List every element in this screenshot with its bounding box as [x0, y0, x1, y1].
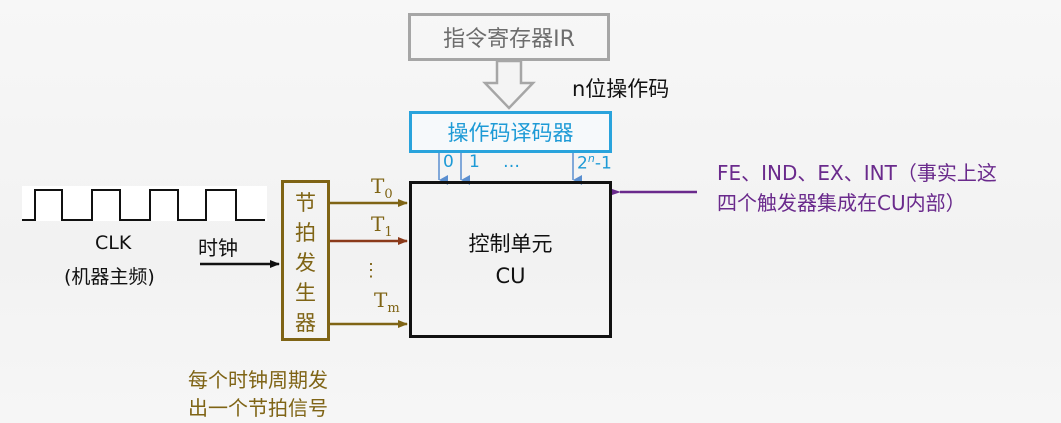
- beat-generator-char: 拍: [295, 221, 316, 245]
- beat-label-sub: 0: [384, 187, 393, 202]
- beat-generator-char: 发: [295, 251, 316, 275]
- beat-label-t1: T1: [371, 212, 393, 240]
- opcode-decoder-label: 操作码译码器: [447, 121, 574, 145]
- instruction-register-label: 指令寄存器IR: [443, 27, 575, 52]
- beat-label-tm: Tm: [374, 288, 400, 316]
- decoder-output-last-exponent: n: [587, 152, 595, 165]
- beat-description-line1: 每个时钟周期发: [188, 368, 328, 392]
- flags-note-line1: FE、IND、EX、INT（事实上这: [717, 161, 997, 185]
- flags-note: FE、IND、EX、INT（事实上这 四个触发器集成在CU内部）: [717, 158, 997, 218]
- clock-waveform-background: [22, 186, 267, 221]
- beat-generator-char: 生: [295, 281, 316, 305]
- opcode-bus-label: n位操作码: [572, 77, 670, 101]
- decoder-output-last-base: 2: [577, 153, 588, 174]
- flags-note-line2: 四个触发器集成在CU内部）: [717, 191, 966, 215]
- beat-label-base: T: [371, 212, 385, 236]
- beat-label-t0: T0: [371, 174, 393, 202]
- beat-generator-char: 器: [295, 311, 316, 335]
- beat-description: 每个时钟周期发 出一个节拍信号: [188, 366, 328, 422]
- clk-label: CLK: [95, 232, 132, 254]
- beat-label-base: T: [374, 288, 388, 312]
- instruction-register-box: 指令寄存器IR: [408, 13, 610, 61]
- decoder-output-ellipsis: …: [503, 152, 520, 172]
- beat-ellipsis: ⋮: [362, 260, 380, 281]
- opcode-decoder-box: 操作码译码器: [409, 111, 612, 153]
- decoder-output-0: 0: [443, 152, 454, 172]
- beat-label-sub: m: [387, 301, 400, 316]
- clock-arrow-label: 时钟: [198, 236, 238, 260]
- control-unit-box: 控制单元 CU: [409, 181, 612, 338]
- control-unit-abbr: CU: [495, 263, 526, 288]
- beat-generator-char: 节: [295, 191, 316, 215]
- clock-waveform: [22, 189, 265, 221]
- control-unit-title: 控制单元: [468, 231, 553, 256]
- beat-label-sub: 1: [384, 225, 393, 240]
- beat-label-base: T: [371, 174, 385, 198]
- decoder-output-last: 2n-1: [577, 152, 612, 174]
- decoder-output-1: 1: [469, 152, 480, 172]
- decoder-output-last-suffix: -1: [594, 153, 612, 174]
- opcode-hollow-arrow: [482, 59, 536, 110]
- clk-sublabel: (机器主频): [64, 266, 155, 288]
- beat-generator-box: 节 拍 发 生 器: [281, 180, 330, 341]
- beat-description-line2: 出一个节拍信号: [188, 396, 328, 420]
